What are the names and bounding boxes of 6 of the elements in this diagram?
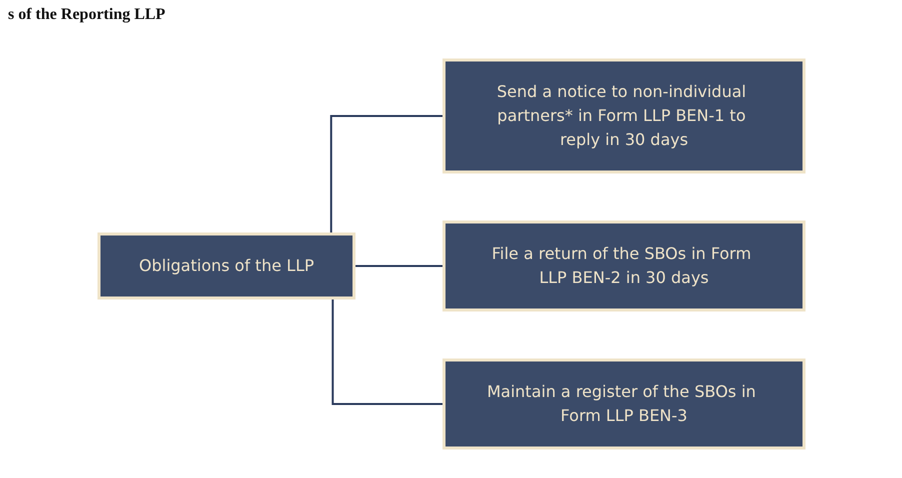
node-box: Maintain a register of the SBOs in Form LLP BEN-3 — [442, 358, 805, 450]
node-box: File a return of the SBOs in Form LLP BEN-2 in 30 days — [442, 220, 805, 312]
node-box: Send a notice to non-individual partners* in Form LLP BEN-1 to reply in 30 days — [442, 58, 805, 174]
node-box: Obligations of the LLP — [97, 232, 355, 300]
connector — [354, 265, 444, 267]
diagram-title: s of the Reporting LLP — [8, 6, 166, 24]
